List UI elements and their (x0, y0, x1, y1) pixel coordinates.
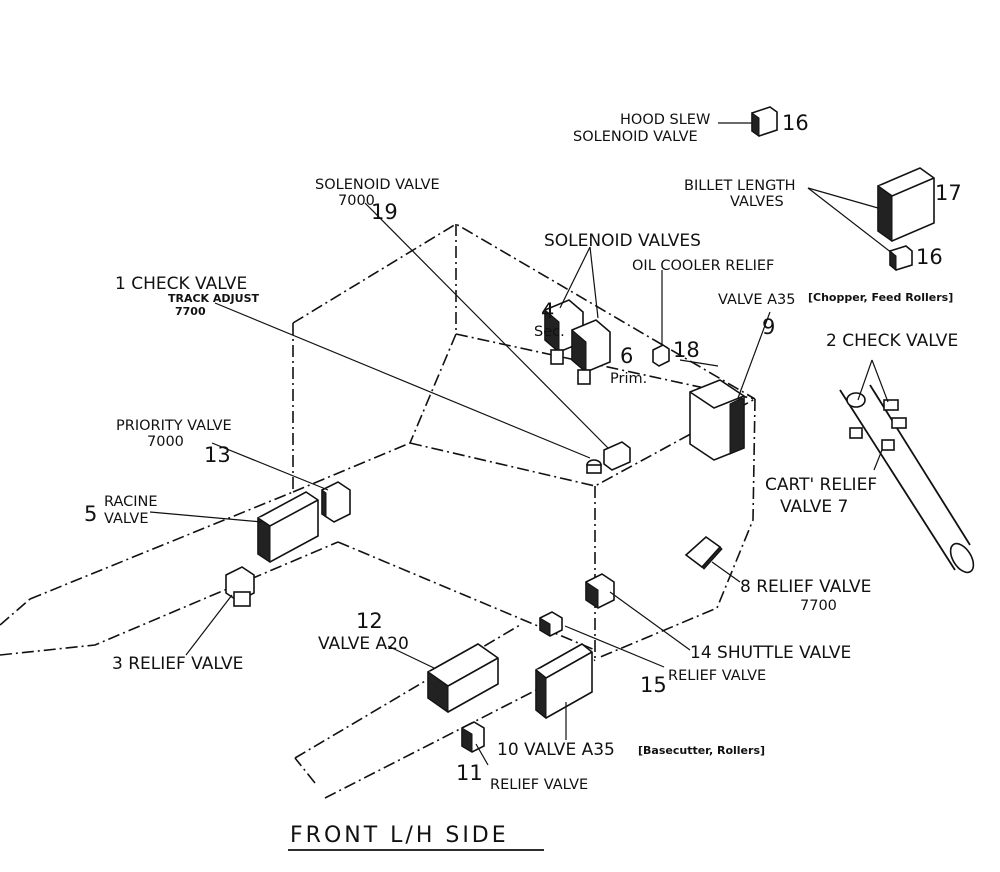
back-wall-top-edge (292, 223, 756, 400)
hood-slew-solenoid-valve (751, 106, 778, 137)
pipe-end (949, 542, 975, 574)
number-12: 12 (356, 609, 383, 633)
pipe-edge-right (869, 384, 971, 546)
sec-label: Sec. (534, 324, 565, 340)
racine-valve-5 (257, 491, 319, 563)
solenoid-4-base (550, 349, 564, 365)
cart-pipe (839, 384, 975, 574)
priority-valve-13 (321, 481, 351, 523)
relief-valve-8-label: 8 RELIEF VALVE (740, 577, 871, 597)
solenoid-7000-label-1: SOLENOID VALVE (315, 177, 440, 193)
check-valve-1 (586, 459, 602, 474)
valve-a35-basecutter-10 (535, 643, 593, 720)
lower-arm-tip (294, 757, 316, 784)
left-arm-tip-top (0, 598, 31, 626)
check-valve-1-sub-2: 7700 (175, 305, 206, 318)
valve-a35-top-sub: [Chopper, Feed Rollers] (808, 291, 953, 304)
valve-a20-label: VALVE A20 (318, 634, 409, 654)
number-18: 18 (673, 338, 700, 362)
valve-a20-12 (427, 643, 499, 713)
leader-lines (149, 122, 893, 851)
solenoid-valves-label: SOLENOID VALVES (544, 231, 701, 251)
floor-diagonal (337, 541, 596, 651)
solenoid-7000-number: 19 (371, 200, 398, 224)
billet-number-16: 16 (916, 245, 943, 269)
priority-label-2: 7000 (147, 434, 184, 450)
hood-slew-label-1: HOOD SLEW (620, 112, 710, 128)
left-arm-bottom-edge (0, 541, 339, 656)
valve-a35-base-label: 10 VALVE A35 (497, 740, 615, 760)
billet-number-17: 17 (935, 181, 962, 205)
relief-valve-11 (461, 721, 485, 753)
prim-number: 6 (620, 344, 633, 368)
check-valve-2b (891, 417, 907, 429)
check-valve-1-label: 1 CHECK VALVE (115, 274, 247, 294)
relief-valve-3-label: 3 RELIEF VALVE (112, 654, 243, 674)
sec-number: 4 (541, 299, 554, 323)
number-9: 9 (762, 315, 775, 339)
shuttle-valve-14-label: 14 SHUTTLE VALVE (690, 643, 851, 663)
relief-valve-11-label: RELIEF VALVE (490, 777, 588, 793)
left-arm-top-edge (29, 491, 294, 600)
relief-valve-15-label: RELIEF VALVE (668, 668, 766, 684)
billet-length-valve-16 (889, 245, 913, 272)
relief-valve-3 (225, 566, 255, 607)
billet-label-1: BILLET LENGTH (684, 178, 796, 194)
shuttle-valve-14 (585, 573, 615, 609)
diagram-title: FRONT L/H SIDE (290, 823, 509, 848)
billet-label-2: VALVES (730, 194, 784, 210)
left-floor-edge (292, 442, 411, 493)
solenoid-valve-19 (603, 441, 631, 471)
valve-a35-base-sub: [Basecutter, Rollers] (638, 744, 765, 757)
oil-cooler-label: OIL COOLER RELIEF (632, 258, 774, 274)
solenoid-valve-6-prim (571, 319, 611, 385)
cart-relief-label-1: CART' RELIEF (765, 475, 877, 495)
back-wall-center-edge (409, 224, 457, 444)
check-valve-1-sub-1: TRACK ADJUST (168, 292, 260, 305)
priority-label-1: PRIORITY VALVE (116, 418, 232, 434)
oil-cooler-relief-valve-18 (652, 344, 670, 367)
prim-label: Prim. (610, 371, 647, 387)
check-valve-2a (883, 399, 899, 411)
number-13: 13 (204, 443, 231, 467)
right-wall-edge (597, 398, 756, 659)
components (225, 106, 935, 753)
pipe-fitting (846, 392, 866, 408)
valve-a35-chopper-9 (689, 379, 745, 461)
relief-valve-15 (539, 611, 563, 637)
relief-valve-8-sub: 7700 (800, 598, 837, 614)
racine-label-1: RACINE (104, 494, 158, 510)
solenoid-7000-label-2: 7000 (338, 193, 375, 209)
check-valve-2-label: 2 CHECK VALVE (826, 331, 958, 351)
check-valve-2c (849, 427, 863, 439)
hood-slew-number: 16 (782, 111, 809, 135)
number-15: 15 (640, 673, 667, 697)
relief-valve-8 (684, 535, 723, 570)
valve-a35-top-label: VALVE A35 (718, 292, 795, 308)
pipe-edge-left (839, 389, 956, 571)
billet-length-valve-17 (877, 167, 935, 242)
solenoid-6-base (577, 369, 591, 385)
solenoid-valve-4-sec (544, 299, 584, 365)
cart-relief-valve-7 (881, 439, 895, 451)
cart-relief-label-2: VALVE 7 (780, 497, 848, 517)
hood-slew-label-2: SOLENOID VALVE (573, 129, 698, 145)
racine-label-2: VALVE (104, 511, 148, 527)
racine-number: 5 (84, 502, 97, 526)
labels: HOOD SLEW SOLENOID VALVE 16 BILLET LENGT… (84, 111, 962, 848)
number-11: 11 (456, 761, 483, 785)
